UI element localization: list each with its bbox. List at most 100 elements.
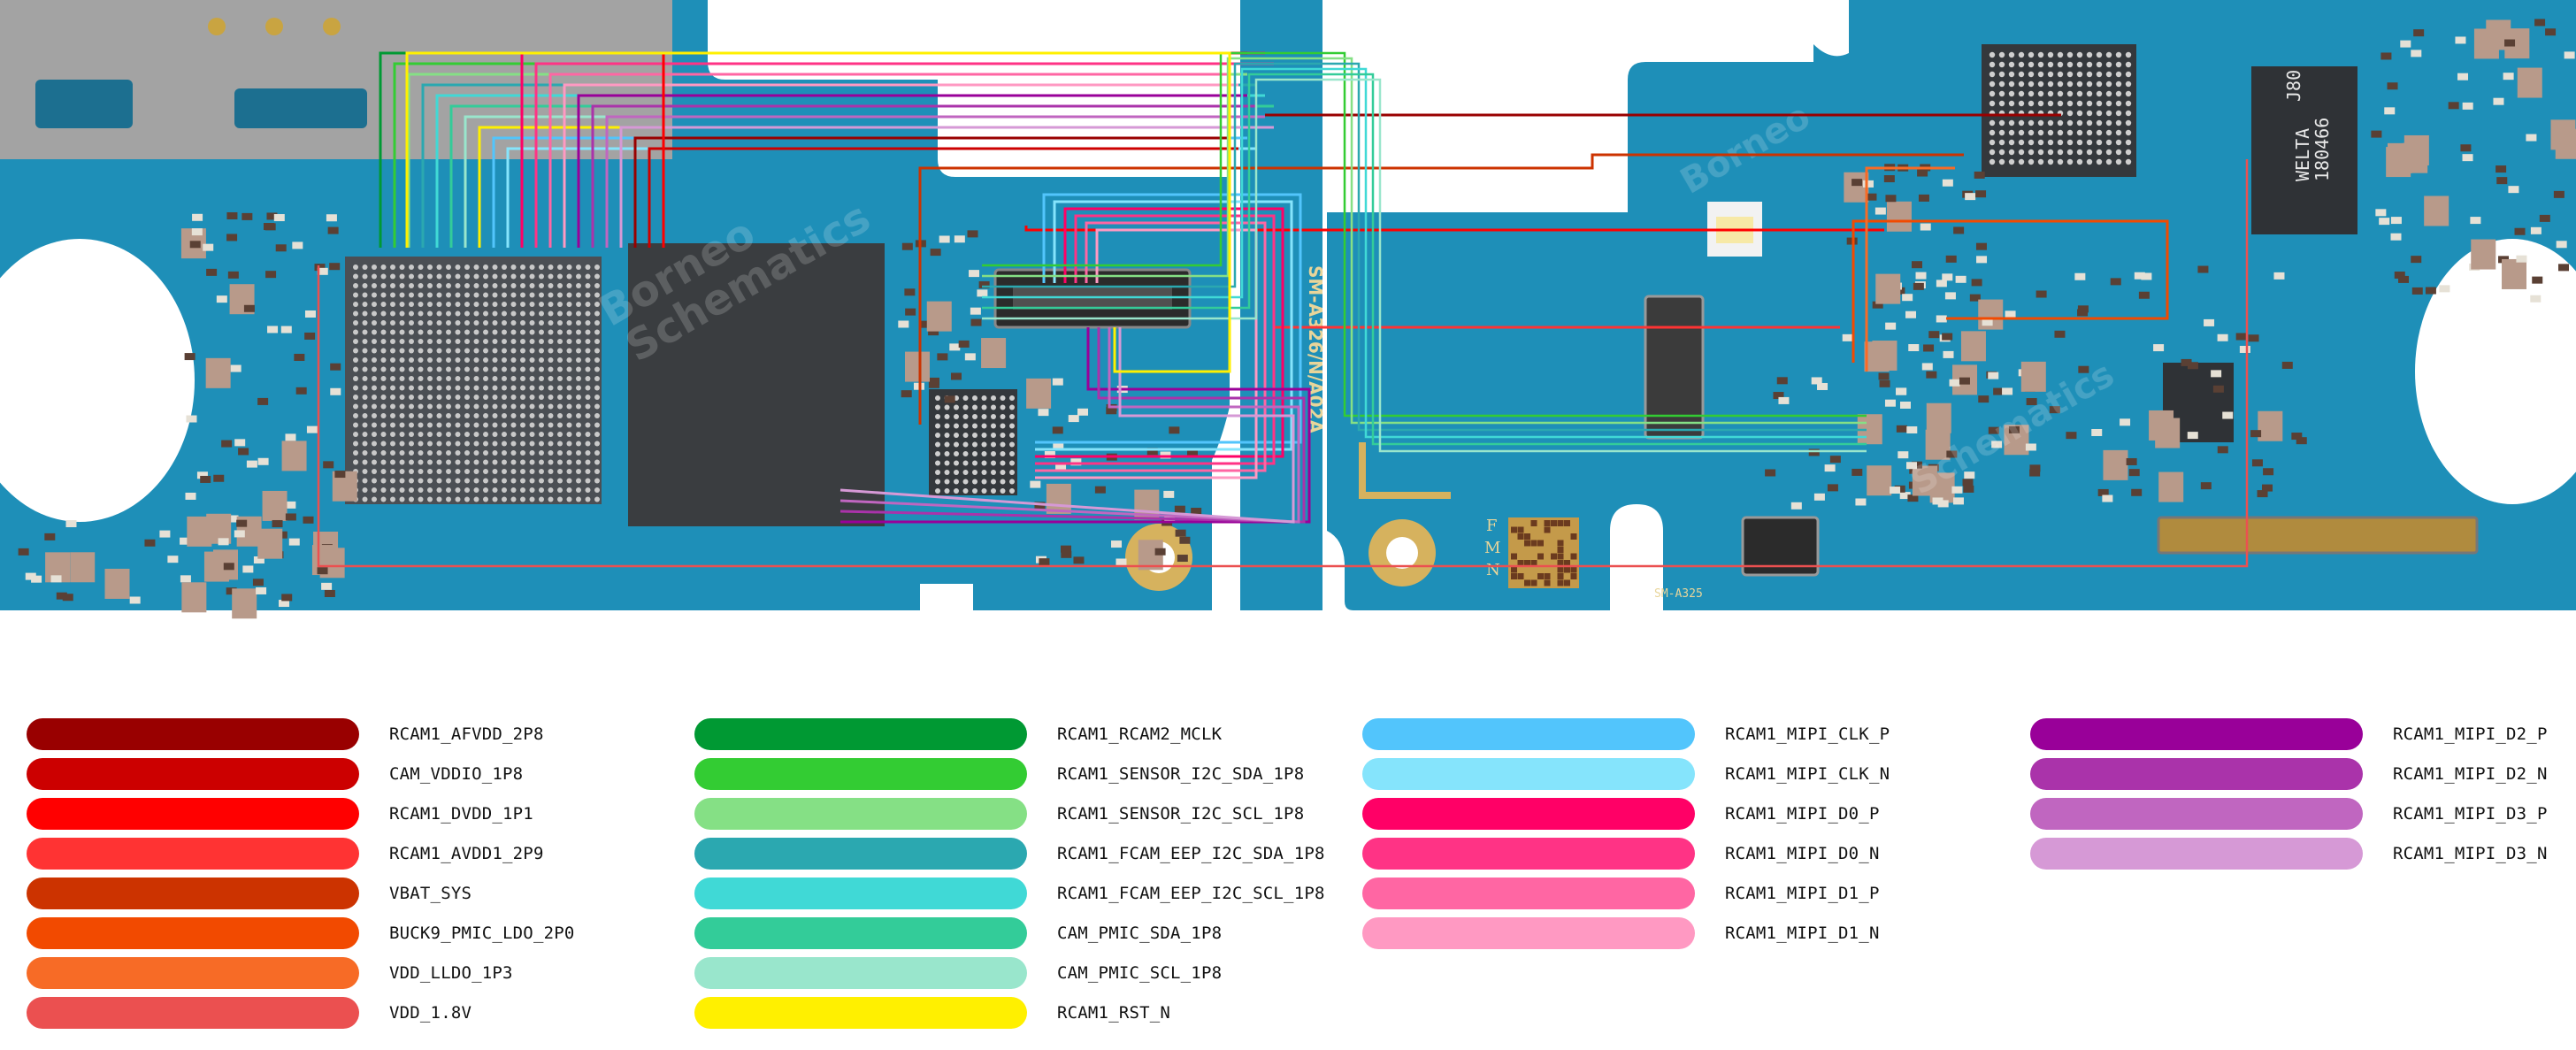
legend-net-label: RCAM1_MIPI_D1_P	[1725, 884, 1880, 903]
legend-color-swatch	[694, 718, 1027, 750]
net-trace	[982, 57, 1867, 425]
net-trace	[405, 51, 1231, 373]
legend-item: BUCK9_PMIC_LDO_2P0	[27, 917, 699, 951]
mount-cutout-right	[2415, 239, 2576, 504]
legend-item: VDD_LLDO_1P3	[27, 957, 699, 991]
legend-item: RCAM1_SENSOR_I2C_SDA_1P8	[694, 758, 1367, 792]
board-right-half: J80 WELTA 180466 F M N SM-A325	[1327, 0, 2576, 610]
legend-item: RCAM1_MIPI_D1_P	[1362, 878, 2035, 911]
svg-text:180466: 180466	[2312, 118, 2333, 181]
mount-cutout	[0, 239, 195, 522]
legend-item: RCAM1_RST_N	[694, 997, 1367, 1031]
chip-marking: J80 WELTA 180466	[2283, 70, 2333, 181]
legend-color-swatch	[27, 917, 359, 949]
legend-net-label: RCAM1_FCAM_EEP_I2C_SDA_1P8	[1057, 844, 1325, 863]
legend-net-label: CAM_PMIC_SCL_1P8	[1057, 963, 1223, 983]
net-trace	[605, 115, 1265, 248]
net-trace	[1035, 207, 1284, 458]
net-trace	[577, 94, 1247, 248]
legend-net-label: CAM_PMIC_SDA_1P8	[1057, 924, 1223, 943]
legend-item: RCAM1_MIPI_CLK_N	[1362, 758, 2035, 792]
legend-color-swatch	[1362, 917, 1695, 949]
legend-net-label: RCAM1_MIPI_CLK_P	[1725, 724, 1890, 744]
legend-color-swatch	[2030, 798, 2363, 830]
legend-item: CAM_PMIC_SCL_1P8	[694, 957, 1367, 991]
legend-item: CAM_VDDIO_1P8	[27, 758, 699, 792]
net-trace	[1024, 226, 1884, 232]
board-connector-horizontal	[2157, 516, 2479, 555]
legend-item: VDD_1.8V	[27, 997, 699, 1031]
net-trace	[548, 73, 1230, 248]
legend-item: RCAM1_MIPI_D2_P	[2030, 718, 2576, 752]
net-trace	[633, 136, 1230, 248]
legend-item: RCAM1_RCAM2_MCLK	[694, 718, 1367, 752]
net-trace	[840, 327, 1306, 524]
model-silkscreen: SM-A325	[1654, 587, 1703, 601]
legend-net-label: RCAM1_MIPI_D3_N	[2393, 844, 2548, 863]
legend-color-swatch	[27, 798, 359, 830]
legend-item: RCAM1_MIPI_D2_N	[2030, 758, 2576, 792]
legend-net-label: VDD_LLDO_1P3	[389, 963, 513, 983]
net-trace	[982, 67, 1867, 439]
net-trace	[1035, 221, 1267, 472]
pcb-board-photo: SM-A326/N/A02A J80 WELTA 180466 F	[0, 0, 2576, 619]
legend-color-swatch	[694, 957, 1027, 989]
legend-item: RCAM1_MIPI_D3_P	[2030, 798, 2576, 832]
net-trace	[1865, 166, 1955, 372]
legend-item: VBAT_SYS	[27, 878, 699, 911]
legend-item: RCAM1_MIPI_D0_N	[1362, 838, 2035, 871]
net-trace	[840, 327, 1311, 524]
legend-net-label: RCAM1_MIPI_D2_N	[2393, 764, 2548, 784]
net-trace-overlay	[317, 51, 2249, 568]
legend-color-swatch	[694, 758, 1027, 790]
legend-color-swatch	[27, 838, 359, 870]
legend-net-label: RCAM1_AFVDD_2P8	[389, 724, 544, 744]
legend-color-swatch	[1362, 798, 1695, 830]
legend-color-swatch	[694, 997, 1027, 1029]
legend-color-swatch	[2030, 758, 2363, 790]
svg-text:WELTA: WELTA	[2292, 128, 2313, 181]
legend-color-swatch	[2030, 718, 2363, 750]
net-trace	[648, 147, 1238, 248]
legend-color-swatch	[1362, 718, 1695, 750]
net-trace	[982, 78, 1867, 453]
pmic-ball-grid	[935, 395, 1015, 494]
legend-color-swatch	[2030, 838, 2363, 870]
legend-net-label: RCAM1_SENSOR_I2C_SCL_1P8	[1057, 804, 1305, 824]
net-trace	[534, 62, 1274, 248]
net-trace	[918, 153, 1964, 425]
memory-chip	[628, 243, 885, 526]
legend-color-swatch	[694, 878, 1027, 909]
net-trace	[1035, 200, 1293, 451]
welta-chip	[2251, 66, 2358, 234]
board-left-half	[0, 0, 1230, 619]
fmn-f: F	[1486, 517, 1498, 535]
legend-net-label: RCAM1_AVDD1_2P9	[389, 844, 544, 863]
legend-item: RCAM1_MIPI_D1_N	[1362, 917, 2035, 951]
svg-text:J80: J80	[2283, 70, 2304, 102]
legend-color-swatch	[27, 878, 359, 909]
net-trace	[317, 159, 2249, 568]
legend-net-label: RCAM1_RST_N	[1057, 1003, 1171, 1023]
legend-net-label: RCAM1_MIPI_D3_P	[2393, 804, 2548, 824]
qr-code-pattern	[1511, 520, 1577, 586]
battery-connector	[1741, 516, 1820, 577]
net-trace	[982, 73, 1867, 446]
net-trace	[591, 104, 1256, 248]
legend-color-swatch	[694, 798, 1027, 830]
legend-item: RCAM1_MIPI_D3_N	[2030, 838, 2576, 871]
legend-item: RCAM1_AVDD1_2P9	[27, 838, 699, 871]
legend-color-swatch	[694, 838, 1027, 870]
legend-item: RCAM1_MIPI_CLK_P	[1362, 718, 2035, 752]
legend-net-label: RCAM1_FCAM_EEP_I2C_SCL_1P8	[1057, 884, 1325, 903]
legend-net-label: CAM_VDDIO_1P8	[389, 764, 524, 784]
legend-item: RCAM1_SENSOR_I2C_SCL_1P8	[694, 798, 1367, 832]
net-trace	[1035, 193, 1302, 444]
legend-item: RCAM1_MIPI_D0_P	[1362, 798, 2035, 832]
legend-color-swatch	[1362, 758, 1695, 790]
legend-item: RCAM1_AFVDD_2P8	[27, 718, 699, 752]
net-trace	[1035, 214, 1276, 465]
net-trace	[840, 327, 1295, 524]
net-trace	[563, 83, 1238, 248]
legend-net-label: RCAM1_MIPI_D0_P	[1725, 804, 1880, 824]
